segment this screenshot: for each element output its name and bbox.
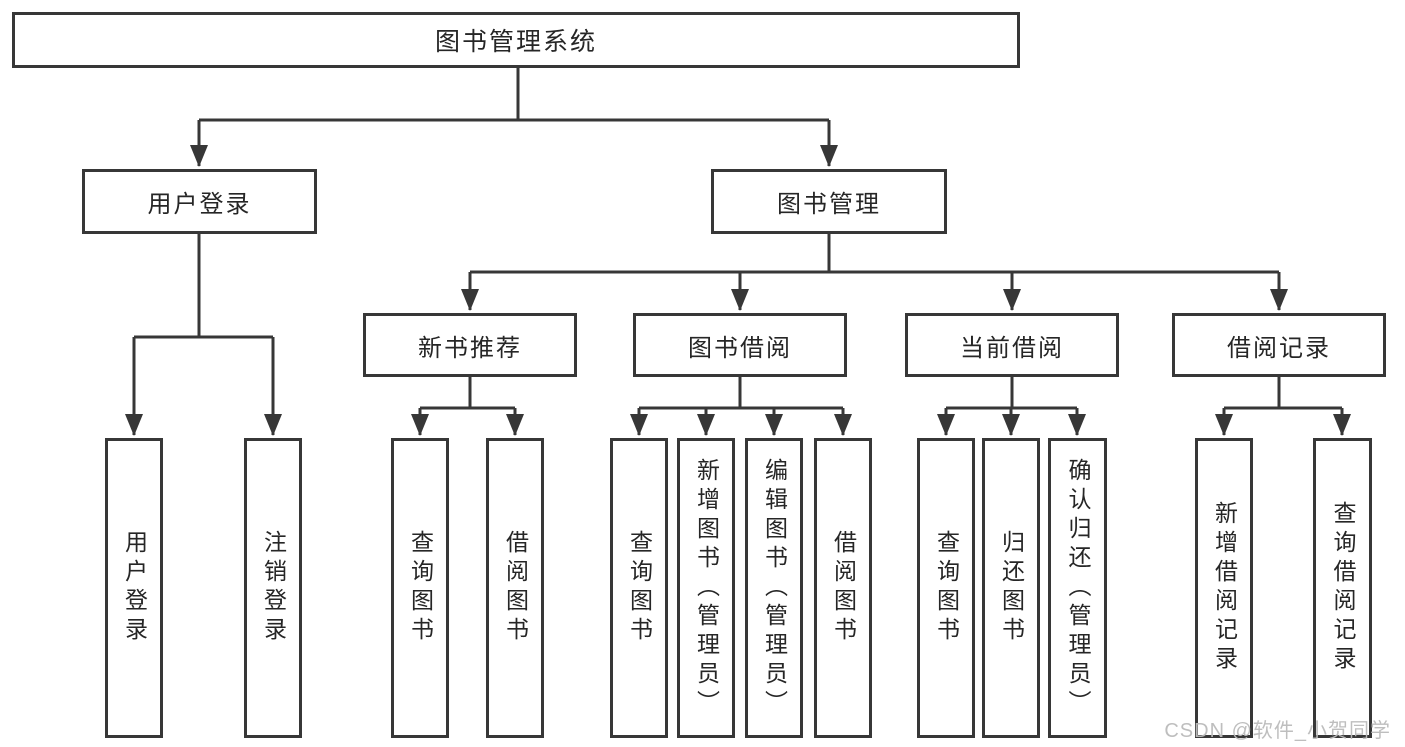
leaf-logout: 注销登录 — [244, 438, 302, 738]
node-label: 借阅图书 — [502, 530, 529, 646]
node-borrowing-records: 借阅记录 — [1172, 313, 1386, 377]
node-label: 图书管理 — [777, 191, 881, 218]
leaf-user-login: 用户登录 — [105, 438, 163, 738]
node-label: 编辑图书（管理员） — [761, 457, 788, 719]
leaf-borrow-books-recommend: 借阅图书 — [486, 438, 544, 738]
node-label: 借阅图书 — [830, 530, 857, 646]
leaf-query-books-borrowing: 查询图书 — [610, 438, 668, 738]
node-label: 借阅记录 — [1227, 334, 1331, 362]
node-label: 查询图书 — [407, 530, 434, 646]
node-label: 新增借阅记录 — [1211, 501, 1238, 675]
watermark: CSDN @软件_小贺同学 — [1164, 720, 1391, 742]
node-label: 注销登录 — [260, 530, 287, 646]
leaf-edit-books-admin: 编辑图书（管理员） — [745, 438, 803, 738]
node-new-book-recommendation: 新书推荐 — [363, 313, 577, 377]
node-book-management: 图书管理 — [711, 169, 947, 234]
node-label: 图书借阅 — [688, 334, 792, 362]
leaf-add-books-admin: 新增图书（管理员） — [677, 438, 735, 738]
node-label: 图书管理系统 — [434, 28, 597, 56]
leaf-confirm-return-admin: 确认归还（管理员） — [1048, 438, 1107, 738]
node-label: 查询图书 — [933, 530, 960, 646]
leaf-query-books-recommend: 查询图书 — [391, 438, 449, 738]
node-label: 归还图书 — [998, 530, 1025, 646]
node-label: 查询借阅记录 — [1330, 501, 1356, 675]
node-label: 当前借阅 — [960, 334, 1064, 362]
node-book-borrowing: 图书借阅 — [633, 313, 847, 377]
leaf-add-borrow-record: 新增借阅记录 — [1195, 438, 1253, 738]
node-label: 新增图书（管理员） — [693, 457, 720, 719]
node-user-login: 用户登录 — [82, 169, 317, 234]
leaf-borrow-books-borrowing: 借阅图书 — [814, 438, 872, 738]
node-label: 确认归还（管理员） — [1065, 457, 1091, 719]
node-label: 用户登录 — [121, 530, 148, 646]
leaf-return-books: 归还图书 — [982, 438, 1040, 738]
node-library-management-system: 图书管理系统 — [12, 12, 1020, 68]
node-label: 查询图书 — [626, 530, 653, 646]
node-label: 新书推荐 — [418, 334, 522, 362]
node-label: 用户登录 — [147, 191, 252, 218]
leaf-query-borrow-record: 查询借阅记录 — [1313, 438, 1372, 738]
leaf-query-books-current: 查询图书 — [917, 438, 975, 738]
node-current-borrowing: 当前借阅 — [905, 313, 1119, 377]
